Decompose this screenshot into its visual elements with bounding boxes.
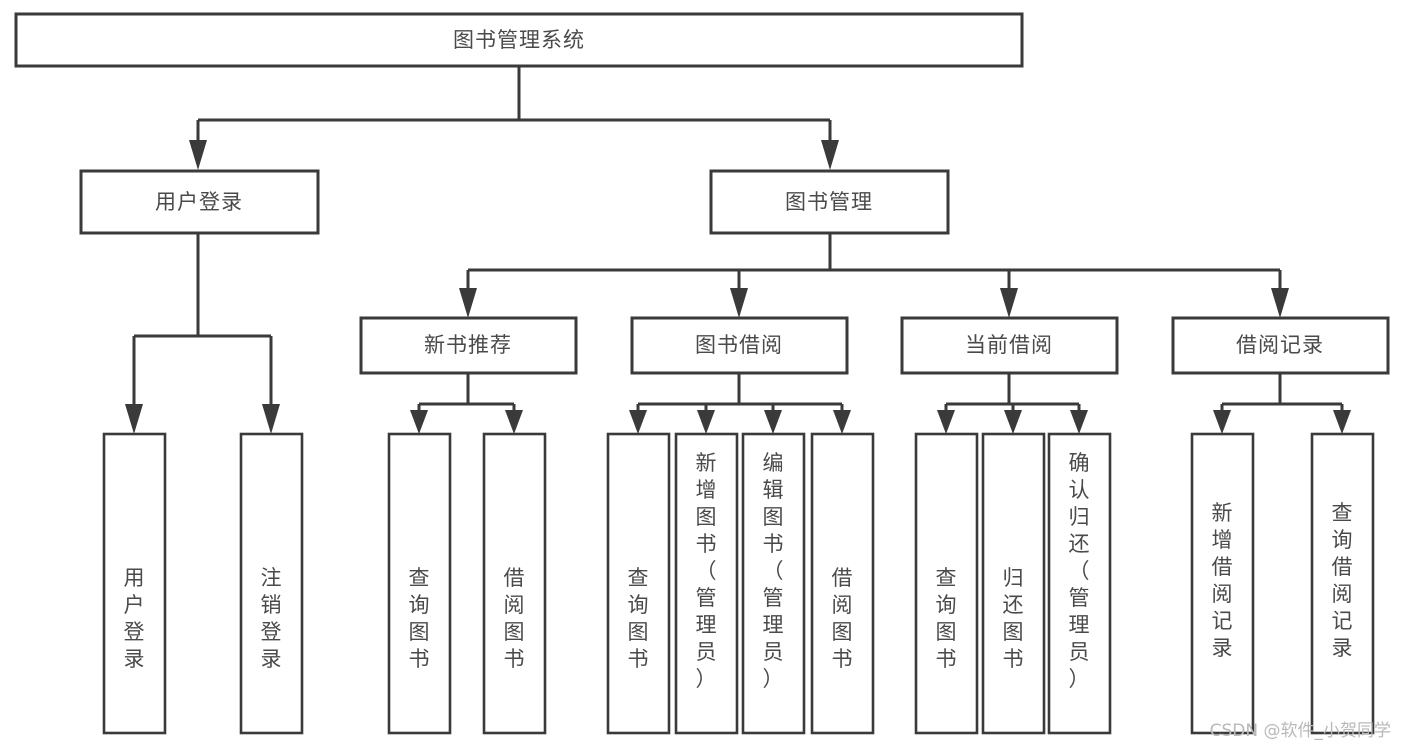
node-current-borrow-box[interactable] (900, 316, 1119, 375)
leaf-node-add-borrow-record[interactable]: 新增借阅记录 (1190, 432, 1255, 735)
leaf-node-return-book[interactable]: 归还图书 (981, 432, 1046, 735)
arrow-head-leaf-borrow-book-1 (505, 410, 523, 434)
node-new-book-recommend-label: 新书推荐 (424, 333, 512, 357)
node-book-borrow[interactable]: 图书借阅 (630, 316, 849, 375)
node-new-book-recommend[interactable]: 新书推荐 (359, 316, 578, 375)
arrow-head-new-book (459, 288, 477, 318)
leaf-node-borrow-book-recommend-label: 借阅图书 (504, 566, 525, 671)
node-book-management-label: 图书管理 (785, 190, 873, 214)
leaf-node-query-book-borrow-label: 查询图书 (628, 566, 649, 671)
leaf-node-edit-book-admin-box[interactable] (741, 432, 806, 735)
node-root-system[interactable]: 图书管理系统 (14, 12, 1024, 68)
arrow-head-leaf-logout (262, 404, 280, 434)
leaf-node-user-login[interactable]: 用户登录 (102, 432, 167, 735)
arrow-head-leaf-user-login (125, 404, 143, 434)
leaf-node-borrow-book[interactable]: 借阅图书 (810, 432, 875, 735)
leaf-node-return-book-label: 归还图书 (1003, 566, 1024, 671)
arrow-head-user-login (189, 140, 207, 170)
leaf-node-add-book-admin-box[interactable] (674, 432, 739, 735)
leaf-node-query-borrow-record-label: 查询借阅记录 (1332, 501, 1353, 660)
node-user-login[interactable]: 用户登录 (79, 169, 320, 235)
node-book-borrow-box[interactable] (630, 316, 849, 375)
leaf-node-edit-book-admin-label: 编辑图书（管理员） (763, 451, 784, 691)
leaf-node-edit-book-admin[interactable]: 编辑图书（管理员） (741, 432, 806, 735)
arrow-head-leaf-return-book (1004, 410, 1022, 434)
node-user-login-box[interactable] (79, 169, 320, 235)
leaf-node-query-book-current[interactable]: 查询图书 (914, 432, 979, 735)
leaf-node-add-book-admin[interactable]: 新增图书（管理员） (674, 432, 739, 735)
leaf-node-borrow-book-recommend-box[interactable] (482, 432, 547, 735)
leaf-node-borrow-book-box[interactable] (810, 432, 875, 735)
leaf-node-user-login-label: 用户登录 (124, 566, 145, 671)
arrow-head-leaf-add-record (1213, 410, 1231, 434)
leaf-node-query-borrow-record-box[interactable] (1310, 432, 1375, 735)
leaf-node-query-book-current-label: 查询图书 (936, 566, 957, 671)
node-current-borrow-label: 当前借阅 (965, 333, 1053, 357)
leaf-node-add-book-admin-label: 新增图书（管理员） (696, 451, 717, 691)
leaf-node-query-borrow-record[interactable]: 查询借阅记录 (1310, 432, 1375, 735)
leaf-node-query-book-recommend-box[interactable] (387, 432, 452, 735)
node-user-login-label: 用户登录 (155, 190, 243, 214)
arrow-head-leaf-confirm-return (1070, 410, 1088, 434)
arrow-head-book-borrow (730, 288, 748, 318)
leaf-node-query-book-current-box[interactable] (914, 432, 979, 735)
leaf-node-logout-label: 注销登录 (261, 566, 282, 671)
arrow-head-leaf-query-book-3 (937, 410, 955, 434)
leaf-node-user-login-box[interactable] (102, 432, 167, 735)
node-borrow-record-box[interactable] (1171, 316, 1390, 375)
node-new-book-recommend-box[interactable] (359, 316, 578, 375)
arrow-head-leaf-add-book (697, 410, 715, 434)
arrow-head-book-mgmt (821, 140, 839, 170)
arrow-head-leaf-query-book-1 (410, 410, 428, 434)
leaf-node-query-book-borrow-box[interactable] (606, 432, 671, 735)
node-borrow-record[interactable]: 借阅记录 (1171, 316, 1390, 375)
leaf-node-query-book-recommend[interactable]: 查询图书 (387, 432, 452, 735)
leaf-node-confirm-return-admin-box[interactable] (1047, 432, 1112, 735)
arrow-head-leaf-query-record (1333, 410, 1351, 434)
leaf-node-query-book-borrow[interactable]: 查询图书 (606, 432, 671, 735)
leaf-node-add-borrow-record-box[interactable] (1190, 432, 1255, 735)
node-book-borrow-label: 图书借阅 (695, 333, 783, 357)
node-borrow-record-label: 借阅记录 (1236, 333, 1324, 357)
leaf-node-confirm-return-admin[interactable]: 确认归还（管理员） (1047, 432, 1112, 735)
node-current-borrow[interactable]: 当前借阅 (900, 316, 1119, 375)
leaf-node-borrow-book-recommend[interactable]: 借阅图书 (482, 432, 547, 735)
node-root-system-box[interactable] (14, 12, 1024, 68)
leaf-node-confirm-return-admin-label: 确认归还（管理员） (1069, 451, 1090, 691)
leaf-node-add-borrow-record-label: 新增借阅记录 (1212, 501, 1233, 660)
node-root-system-label: 图书管理系统 (453, 28, 585, 52)
arrow-head-current-borrow (1000, 288, 1018, 318)
leaf-node-logout[interactable]: 注销登录 (239, 432, 304, 735)
leaf-node-query-book-recommend-label: 查询图书 (409, 566, 430, 671)
leaf-node-return-book-box[interactable] (981, 432, 1046, 735)
arrow-head-leaf-borrow-book-2 (833, 410, 851, 434)
arrow-head-borrow-record (1271, 288, 1289, 318)
leaf-node-logout-box[interactable] (239, 432, 304, 735)
arrow-head-leaf-edit-book (764, 410, 782, 434)
node-book-management-box[interactable] (709, 169, 950, 235)
connector-layer (125, 66, 1351, 434)
leaf-node-borrow-book-label: 借阅图书 (832, 566, 853, 671)
node-book-management[interactable]: 图书管理 (709, 169, 950, 235)
arrow-head-leaf-query-book-2 (629, 410, 647, 434)
